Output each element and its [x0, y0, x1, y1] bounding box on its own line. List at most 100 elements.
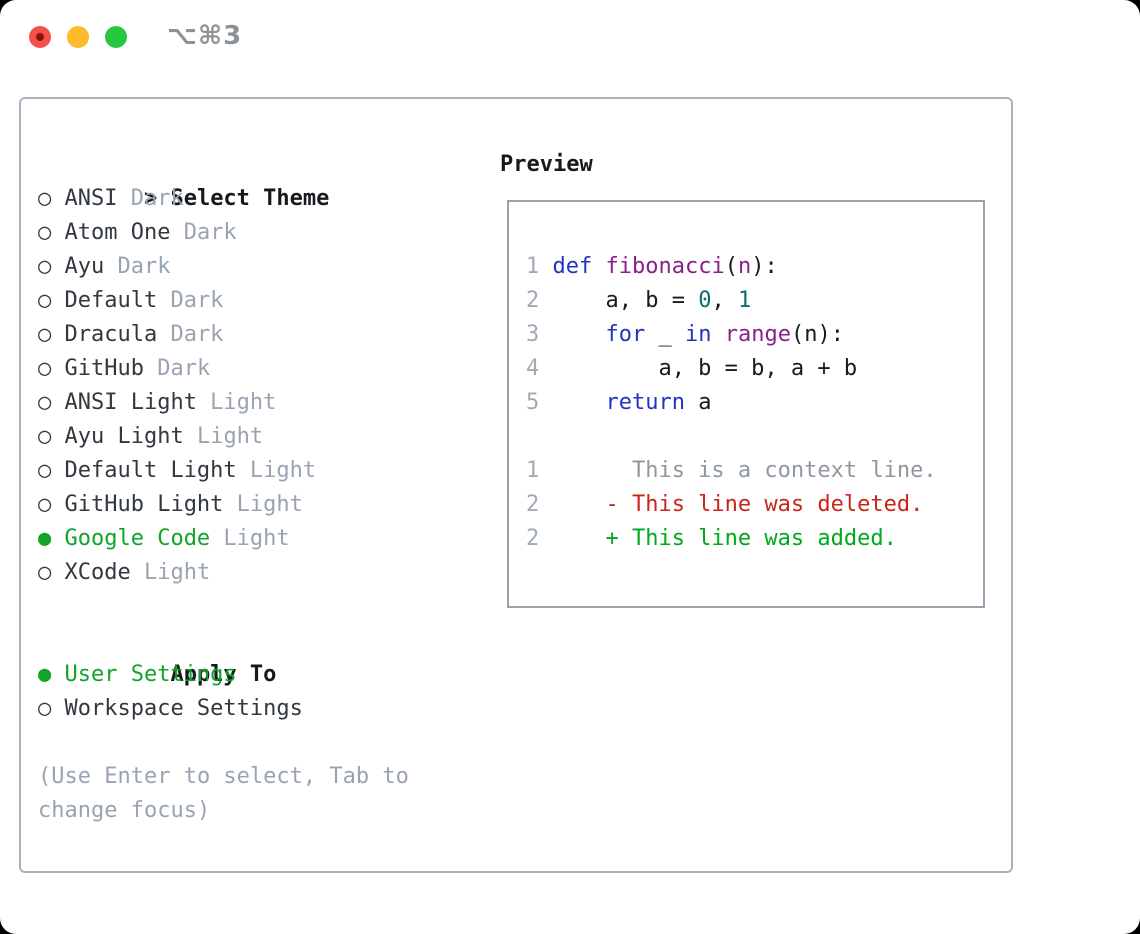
apply-to-options: ● User Settings ○ Workspace Settings — [38, 658, 303, 726]
apply-to-title: Apply To — [170, 662, 277, 687]
theme-option[interactable]: ○Default Light Light — [38, 454, 329, 488]
code-token — [552, 390, 605, 415]
diff-context-line: 1 This is a context line. — [526, 454, 983, 488]
theme-option[interactable]: ○ ANSI Dark — [38, 182, 329, 216]
diff-added-line: 2 + This line was added. — [526, 522, 983, 556]
diff-deleted-line: 2 - This line was deleted. — [526, 488, 983, 522]
code-token: + This line was added. — [552, 526, 897, 551]
option-label: Default — [64, 288, 158, 313]
blank-line — [526, 420, 983, 454]
select-theme-header: > Select Theme — [38, 148, 329, 211]
code-token: n — [737, 254, 752, 279]
code-token: ): — [751, 254, 778, 279]
option-variant-label: Dark — [117, 186, 184, 211]
line-number: 4 — [526, 356, 540, 381]
close-button[interactable] — [29, 26, 51, 48]
radio-icon: ○ — [38, 254, 52, 279]
titlebar: ⌥⌘3 — [0, 0, 1140, 70]
code-line: 2 a, b = 0, 1 — [526, 284, 983, 318]
option-label: Atom One — [64, 220, 171, 245]
option-label: GitHub Light — [64, 492, 224, 517]
code-token: in — [684, 322, 712, 347]
code-token: This is a context line. — [552, 458, 937, 483]
theme-option[interactable]: ○ ANSI Light Light — [38, 386, 329, 420]
line-number: 2 — [526, 492, 540, 517]
hint-text: (Use Enter to select, Tab to change focus… — [38, 760, 409, 828]
apply-to-section: Apply To ● User Settings ○ Workspace Settin… — [38, 624, 303, 726]
code-token: ( — [724, 254, 738, 279]
radio-icon: ○ — [38, 390, 52, 415]
radio-selected-icon: ● — [38, 662, 52, 687]
code-token — [711, 322, 724, 347]
line-number: 3 — [526, 322, 540, 347]
code-token: def — [552, 254, 593, 279]
option-label: User Settings — [64, 662, 237, 687]
line-number: 1 — [526, 458, 540, 483]
option-variant-label: Dark — [170, 220, 237, 245]
radio-icon: ○ — [38, 322, 52, 347]
option-label: ANSI Light — [64, 390, 197, 415]
line-number: 2 — [526, 288, 540, 313]
select-theme-title: Select Theme — [170, 186, 330, 211]
radio-icon: ○ — [38, 356, 52, 381]
code-token: a, b = b, a + b — [552, 356, 858, 381]
code-token: return — [605, 390, 685, 415]
option-variant-label: Dark — [157, 288, 224, 313]
option-label: Google Code — [64, 526, 211, 551]
theme-option[interactable]: ○Ayu Light Light — [38, 420, 329, 454]
theme-option[interactable]: ○GitHub Dark — [38, 352, 329, 386]
theme-option[interactable]: ○GitHub Light Light — [38, 488, 329, 522]
theme-option[interactable]: ●Google Code Light — [38, 522, 329, 556]
line-number: 1 — [526, 254, 540, 279]
option-variant-label: Dark — [157, 322, 224, 347]
option-label: XCode — [64, 560, 131, 585]
minimize-button[interactable] — [67, 26, 89, 48]
option-label: Workspace Settings — [64, 696, 303, 721]
theme-option[interactable]: ○ Ayu Dark — [38, 250, 329, 284]
zoom-button[interactable] — [105, 26, 127, 48]
radio-icon: ○ — [38, 560, 52, 585]
option-variant-label: Light — [196, 390, 277, 415]
theme-options: ○ANSI Dark○Atom One Dark○Ayu Dark○Defaul… — [38, 182, 329, 590]
code-line: 3 for _ in range(n): — [526, 318, 983, 352]
hint-line: (Use Enter to select, Tab to — [38, 764, 409, 789]
line-number: 2 — [526, 526, 540, 551]
code-token: a, b = — [552, 288, 699, 313]
option-label: Ayu — [64, 254, 105, 279]
code-token: range — [724, 322, 791, 347]
radio-icon: ○ — [38, 696, 52, 721]
theme-option[interactable]: ○ Dracula Dark — [38, 318, 329, 352]
option-label: ANSI — [64, 186, 118, 211]
code-token — [592, 254, 605, 279]
hint-line: change focus) — [38, 798, 211, 823]
option-label: Ayu Light — [64, 424, 184, 449]
code-token: _ — [645, 322, 685, 347]
apply-to-option[interactable]: ● User Settings — [38, 658, 303, 692]
code-token — [552, 322, 605, 347]
cursor-marker: > — [143, 186, 158, 211]
radio-icon: ○ — [38, 458, 52, 483]
theme-option[interactable]: ○ XCode Light — [38, 556, 329, 590]
option-variant-label: Light — [130, 560, 211, 585]
theme-list: >Select Theme ○ANSI Dark○Atom One Dark○A… — [38, 148, 329, 590]
option-label: GitHub — [64, 356, 144, 381]
code-line: 4 a, b = b, a + b — [526, 352, 983, 386]
radio-selected-icon: ● — [38, 526, 52, 551]
option-variant-label: Dark — [104, 254, 171, 279]
preview-label: Preview — [500, 152, 593, 177]
option-label: Default Light — [64, 458, 237, 483]
code-token: a — [684, 390, 712, 415]
window-title: ⌥⌘3 — [167, 21, 243, 51]
option-label: Dracula — [64, 322, 158, 347]
radio-icon: ○ — [38, 424, 52, 449]
theme-option[interactable]: ○Atom One Dark — [38, 216, 329, 250]
radio-icon: ○ — [38, 186, 52, 211]
close-dot-icon — [36, 33, 44, 41]
theme-option[interactable]: ○Default Dark — [38, 284, 329, 318]
apply-to-option[interactable]: ○ Workspace Settings — [38, 692, 303, 726]
code-line: 5 return a — [526, 386, 983, 420]
